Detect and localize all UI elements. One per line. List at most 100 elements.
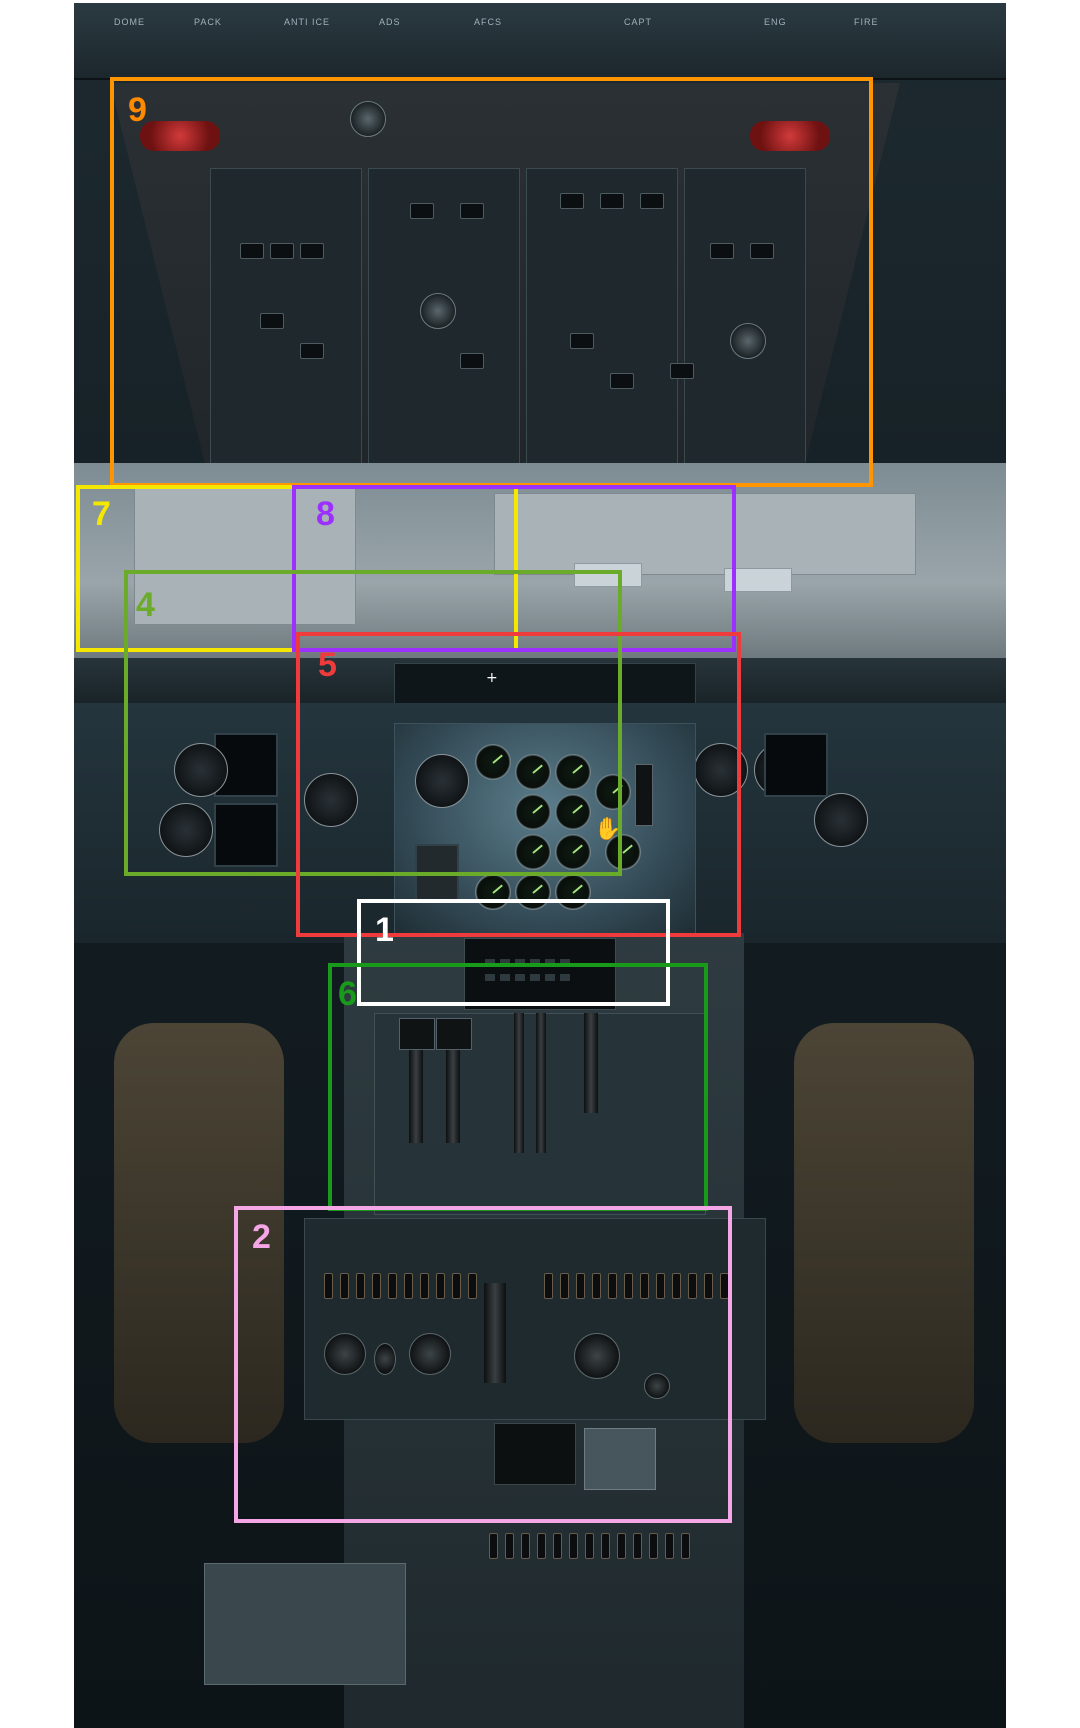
annotation-label: 2: [252, 1218, 271, 1256]
overhead-switch[interactable]: [610, 373, 634, 389]
annotation-box-2: 2: [234, 1206, 732, 1523]
fmc-key[interactable]: [530, 974, 540, 981]
toggle-switch[interactable]: [640, 1273, 649, 1299]
toggle-switch[interactable]: [489, 1533, 498, 1559]
fmc-key[interactable]: [515, 959, 525, 966]
toggle-switch[interactable]: [601, 1533, 610, 1559]
switch-row-right[interactable]: [544, 1273, 729, 1299]
toggle-switch[interactable]: [436, 1273, 445, 1299]
toggle-switch[interactable]: [452, 1273, 461, 1299]
toggle-switch[interactable]: [388, 1273, 397, 1299]
overhead-switch[interactable]: [640, 193, 664, 209]
toggle-switch[interactable]: [553, 1533, 562, 1559]
toggle-switch[interactable]: [468, 1273, 477, 1299]
overhead-column-right: [684, 168, 806, 463]
overhead-switch[interactable]: [600, 193, 624, 209]
fmc-key[interactable]: [500, 974, 510, 981]
toggle-switch[interactable]: [576, 1273, 585, 1299]
fmc-key[interactable]: [515, 974, 525, 981]
toggle-switch[interactable]: [544, 1273, 553, 1299]
rear-pedestal-switches[interactable]: [489, 1533, 690, 1559]
ceiling-label: CAPT: [624, 17, 653, 27]
rudder-trim-knob[interactable]: [324, 1333, 366, 1375]
engine-gauge: [515, 874, 551, 910]
fmc-keypad[interactable]: [464, 938, 616, 1010]
overhead-switch[interactable]: [570, 333, 594, 349]
toggle-switch[interactable]: [624, 1273, 633, 1299]
overhead-switch[interactable]: [710, 243, 734, 259]
captain-hsi: [159, 803, 213, 857]
toggle-switch[interactable]: [537, 1533, 546, 1559]
ceiling-label: DOME: [114, 17, 145, 27]
toggle-switch[interactable]: [649, 1533, 658, 1559]
overhead-switch[interactable]: [260, 313, 284, 329]
weather-radar-control[interactable]: [584, 1428, 656, 1490]
fmc-key[interactable]: [530, 959, 540, 966]
transponder-panel[interactable]: [494, 1423, 576, 1485]
overhead-switch[interactable]: [270, 243, 294, 259]
flap-lever[interactable]: [584, 1013, 598, 1113]
cockpit-view[interactable]: DOME PACK ANTI ICE ADS AFCS CAPT ENG FIR…: [74, 3, 1006, 1728]
fmc-key[interactable]: [560, 974, 570, 981]
overhead-switch[interactable]: [750, 243, 774, 259]
condition-lever-1[interactable]: [514, 1013, 524, 1153]
toggle-switch[interactable]: [560, 1273, 569, 1299]
condition-lever-2[interactable]: [536, 1013, 546, 1153]
toggle-switch[interactable]: [521, 1533, 530, 1559]
toggle-switch[interactable]: [656, 1273, 665, 1299]
switch-row-left[interactable]: [324, 1273, 477, 1299]
parking-brake-handle[interactable]: [484, 1283, 506, 1383]
fmc-key[interactable]: [560, 959, 570, 966]
aileron-trim-knob[interactable]: [374, 1343, 396, 1375]
overhead-knob[interactable]: [730, 323, 766, 359]
power-lever-2-knob[interactable]: [436, 1018, 472, 1050]
annotation-label: 9: [128, 91, 147, 129]
toggle-switch[interactable]: [340, 1273, 349, 1299]
master-caution-light[interactable]: [750, 121, 830, 151]
overhead-switch[interactable]: [240, 243, 264, 259]
overhead-switch[interactable]: [300, 243, 324, 259]
toggle-switch[interactable]: [585, 1533, 594, 1559]
landing-gear-lever[interactable]: [635, 764, 653, 826]
toggle-switch[interactable]: [681, 1533, 690, 1559]
toggle-switch[interactable]: [665, 1533, 674, 1559]
power-lever-1-knob[interactable]: [399, 1018, 435, 1050]
overhead-switch[interactable]: [460, 353, 484, 369]
overhead-switch[interactable]: [410, 203, 434, 219]
fmc-key[interactable]: [545, 959, 555, 966]
fmc-key[interactable]: [500, 959, 510, 966]
overhead-switch[interactable]: [670, 363, 694, 379]
toggle-switch[interactable]: [592, 1273, 601, 1299]
toggle-switch[interactable]: [633, 1533, 642, 1559]
toggle-switch[interactable]: [505, 1533, 514, 1559]
overhead-switch[interactable]: [300, 343, 324, 359]
fmc-key[interactable]: [485, 959, 495, 966]
toggle-switch[interactable]: [688, 1273, 697, 1299]
toggle-switch[interactable]: [356, 1273, 365, 1299]
fmc-key[interactable]: [485, 974, 495, 981]
overhead-switch[interactable]: [560, 193, 584, 209]
power-lever-1[interactable]: [409, 1023, 423, 1143]
toggle-switch[interactable]: [672, 1273, 681, 1299]
cockpit-voice-recorder-knob[interactable]: [350, 101, 386, 137]
annotation-label: 1: [375, 911, 394, 949]
fmc-key[interactable]: [545, 974, 555, 981]
overhead-knob[interactable]: [420, 293, 456, 329]
master-warning-light[interactable]: [140, 121, 220, 151]
toggle-switch[interactable]: [324, 1273, 333, 1299]
toggle-switch[interactable]: [404, 1273, 413, 1299]
power-lever-2[interactable]: [446, 1023, 460, 1143]
pedestal-small-knob[interactable]: [644, 1373, 670, 1399]
toggle-switch[interactable]: [420, 1273, 429, 1299]
elevator-trim-knob[interactable]: [409, 1333, 451, 1375]
toggle-switch[interactable]: [569, 1533, 578, 1559]
overhead-panel[interactable]: [110, 83, 900, 463]
toggle-switch[interactable]: [608, 1273, 617, 1299]
captain-pfd-screen: [214, 733, 278, 797]
toggle-switch[interactable]: [372, 1273, 381, 1299]
overhead-switch[interactable]: [460, 203, 484, 219]
pedestal-knob[interactable]: [574, 1333, 620, 1379]
toggle-switch[interactable]: [704, 1273, 713, 1299]
toggle-switch[interactable]: [617, 1533, 626, 1559]
